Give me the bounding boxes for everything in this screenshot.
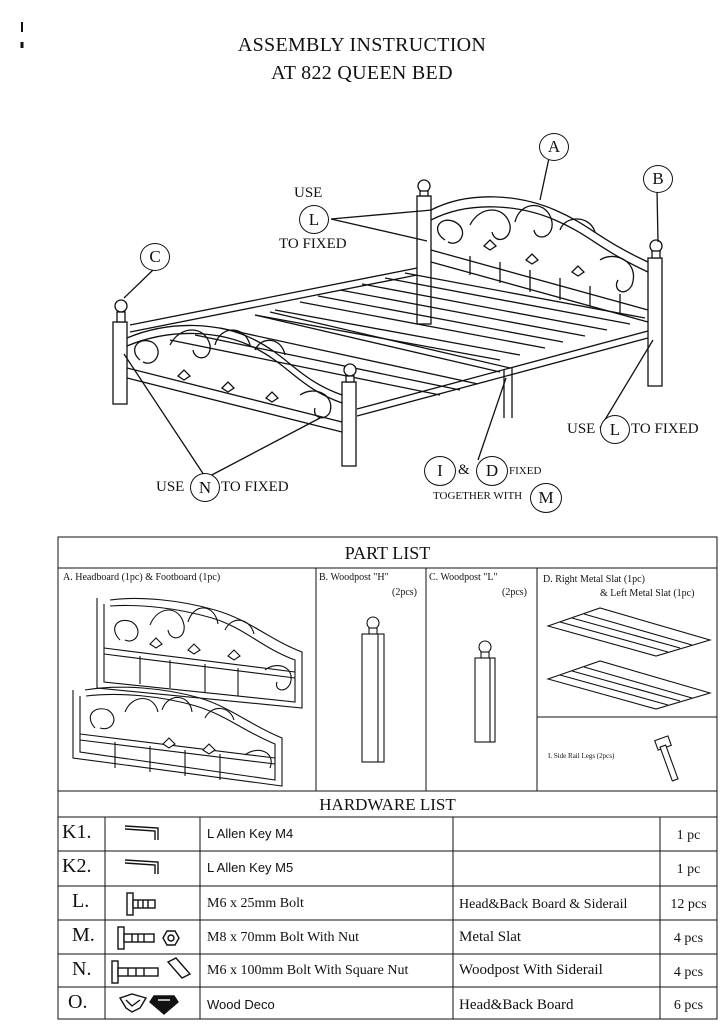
side-rail-leg-illustration xyxy=(654,735,679,782)
callout-ampersand: & xyxy=(458,462,470,478)
allen-key-icon xyxy=(124,825,159,840)
part-list-heading: PART LIST xyxy=(344,543,431,563)
hw-row-4-code: M. xyxy=(72,924,95,946)
part-c-qty: (2pcs) xyxy=(502,587,527,598)
part-b-qty: (2pcs) xyxy=(392,587,417,598)
wood-deco-icon xyxy=(118,993,179,1015)
use-n-use-text: USE xyxy=(156,479,185,495)
hw-row-3-desc: M6 x 25mm Bolt xyxy=(207,896,304,911)
hw-row-1-qty: 1 pc xyxy=(676,828,701,843)
hw-row-4-desc: M8 x 70mm Bolt With Nut xyxy=(207,930,360,945)
hw-row-6-desc: Wood Deco xyxy=(207,997,275,1012)
woodpost-h-illustration xyxy=(361,616,385,763)
hw-row-1-code: K1. xyxy=(62,821,92,843)
part-d-label-1: D. Right Metal Slat (1pc) xyxy=(543,574,645,585)
use-l-top-use-text: USE xyxy=(294,185,323,201)
hw-row-2-qty: 1 pc xyxy=(676,862,701,877)
part-i-label: I. Side Rail Legs (2pcs) xyxy=(548,752,615,760)
hw-row-3-code: L. xyxy=(72,890,90,912)
use-n-to-fixed: TO FIXED xyxy=(221,479,289,495)
hw-row-6-qty: 6 pcs xyxy=(673,998,704,1013)
callout-b: B xyxy=(643,165,673,193)
use-l-right-use-text: USE xyxy=(567,421,596,437)
callout-d: D xyxy=(476,456,508,486)
bolt-with-square-nut-icon xyxy=(111,957,192,984)
headboard-illustration xyxy=(96,597,303,709)
use-n-letter: N xyxy=(190,473,220,502)
woodpost-l-illustration xyxy=(474,640,496,743)
hardware-list-heading: HARDWARE LIST xyxy=(319,795,456,814)
doc-title-line1: ASSEMBLY INSTRUCTION xyxy=(237,34,487,56)
hw-row-5-use: Woodpost With Siderail xyxy=(459,962,603,978)
use-l-top-letter: L xyxy=(299,205,329,234)
hw-row-4-qty: 4 pcs xyxy=(673,931,704,946)
short-bolt-icon xyxy=(126,892,156,916)
part-a-label: A. Headboard (1pc) & Footboard (1pc) xyxy=(63,572,221,583)
use-l-right-letter: L xyxy=(600,415,630,444)
hw-row-2-code: K2. xyxy=(62,855,92,877)
footboard-illustration xyxy=(72,686,283,787)
doc-title-line2: AT 822 QUEEN BED xyxy=(271,62,453,84)
use-l-right-to-fixed: TO FIXED xyxy=(631,421,699,437)
hw-row-1-desc: L Allen Key M4 xyxy=(207,826,294,841)
callout-a: A xyxy=(539,133,569,161)
hw-row-5-desc: M6 x 100mm Bolt With Square Nut xyxy=(207,963,409,978)
bolt-with-nut-icon xyxy=(117,926,180,950)
part-c-label: C. Woodpost "L" xyxy=(429,572,498,583)
callout-fixed-text: FIXED xyxy=(509,465,542,477)
hw-row-2-desc: L Allen Key M5 xyxy=(207,860,294,875)
hw-row-5-qty: 4 pcs xyxy=(673,965,704,980)
allen-key-icon xyxy=(124,859,159,874)
callout-c: C xyxy=(140,243,170,271)
hw-row-5-code: N. xyxy=(72,958,92,980)
hw-row-4-use: Metal Slat xyxy=(459,929,522,945)
hw-row-3-qty: 12 pcs xyxy=(670,897,707,912)
use-l-top-to-fixed: TO FIXED xyxy=(279,236,347,252)
part-d-label-2: & Left Metal Slat (1pc) xyxy=(600,588,695,599)
callout-i: I xyxy=(424,456,456,486)
metal-slat-illustration xyxy=(546,607,712,710)
part-b-label: B. Woodpost "H" xyxy=(319,572,389,583)
hw-row-6-use: Head&Back Board xyxy=(459,997,574,1013)
hw-row-6-code: O. xyxy=(68,991,88,1013)
callout-together-text: TOGETHER WITH xyxy=(433,490,523,502)
hw-row-3-use: Head&Back Board & Siderail xyxy=(459,897,628,912)
callout-m: M xyxy=(530,483,562,513)
